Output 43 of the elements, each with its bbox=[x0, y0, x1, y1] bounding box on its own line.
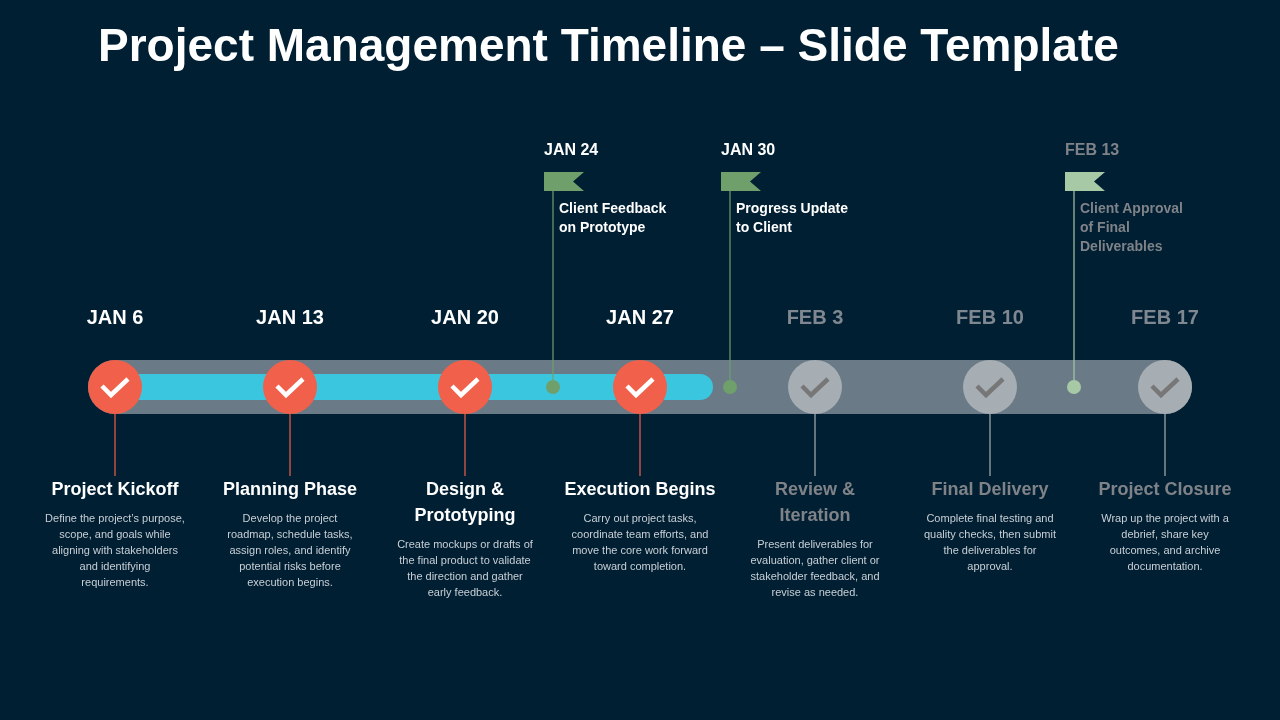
milestone-description: Progress Update to Client bbox=[736, 199, 850, 237]
milestone-description: Client Feedback on Prototype bbox=[559, 199, 668, 237]
phase-date: FEB 10 bbox=[955, 306, 1025, 329]
phase-description: Define the project’s purpose, scope, and goals while aligning with stakeholders and identifying requirements. bbox=[45, 511, 185, 590]
leader-line bbox=[989, 413, 991, 477]
phase-title: Design & Prototyping bbox=[413, 478, 517, 527]
milestone-date: JAN 24 bbox=[544, 141, 599, 159]
milestone-flag bbox=[1065, 172, 1105, 191]
leader-line bbox=[1164, 413, 1166, 477]
phase-date: JAN 6 bbox=[85, 306, 145, 329]
phase-date: JAN 13 bbox=[255, 306, 325, 329]
leader-line bbox=[729, 190, 731, 381]
phase-description: Complete final testing and quality checks, then submit the deliverables for approval. bbox=[922, 511, 1058, 574]
phase-date: FEB 3 bbox=[785, 306, 845, 329]
phase-title: Review & Iteration bbox=[773, 478, 856, 527]
phase-title: Planning Phase bbox=[221, 478, 358, 501]
slide-title: Project Management Timeline – Slide Template bbox=[98, 18, 1119, 72]
phase-description: Carry out project tasks, coordinate team efforts, and move the core work forward toward completion. bbox=[570, 511, 710, 574]
phase-title: Project Kickoff bbox=[50, 478, 180, 501]
phase-description: Create mockups or drafts of the final product to validate the direction and gather early feedback. bbox=[396, 537, 534, 600]
phase-date: JAN 27 bbox=[605, 306, 675, 329]
leader-line bbox=[114, 413, 116, 477]
leader-line bbox=[814, 413, 816, 477]
leader-line bbox=[639, 413, 641, 477]
phase-circle bbox=[88, 360, 142, 414]
phase-title: Project Closure bbox=[1097, 478, 1233, 501]
milestone-date: FEB 13 bbox=[1065, 141, 1120, 159]
leader-line bbox=[289, 413, 291, 477]
milestone-date: JAN 30 bbox=[721, 141, 776, 159]
phase-date: FEB 17 bbox=[1130, 306, 1200, 329]
milestone-flag bbox=[721, 172, 761, 191]
phase-title: Final Delivery bbox=[930, 478, 1050, 501]
leader-line bbox=[552, 190, 554, 381]
phase-description: Present deliverables for evaluation, gather client or stakeholder feedback, and revise as needed. bbox=[749, 537, 881, 600]
phase-description: Develop the project roadmap, schedule tasks, assign roles, and identify potential risks before execution begins. bbox=[226, 511, 354, 590]
leader-line bbox=[1073, 190, 1075, 381]
milestone-description: Client Approval of Final Deliverables bbox=[1080, 199, 1184, 256]
milestone-flag bbox=[544, 172, 584, 191]
leader-line bbox=[464, 413, 466, 477]
phase-title: Execution Begins bbox=[563, 478, 717, 501]
phase-date: JAN 20 bbox=[430, 306, 500, 329]
phase-description: Wrap up the project with a debrief, share key outcomes, and archive documentation. bbox=[1100, 511, 1230, 574]
phase-circle bbox=[1138, 360, 1192, 414]
